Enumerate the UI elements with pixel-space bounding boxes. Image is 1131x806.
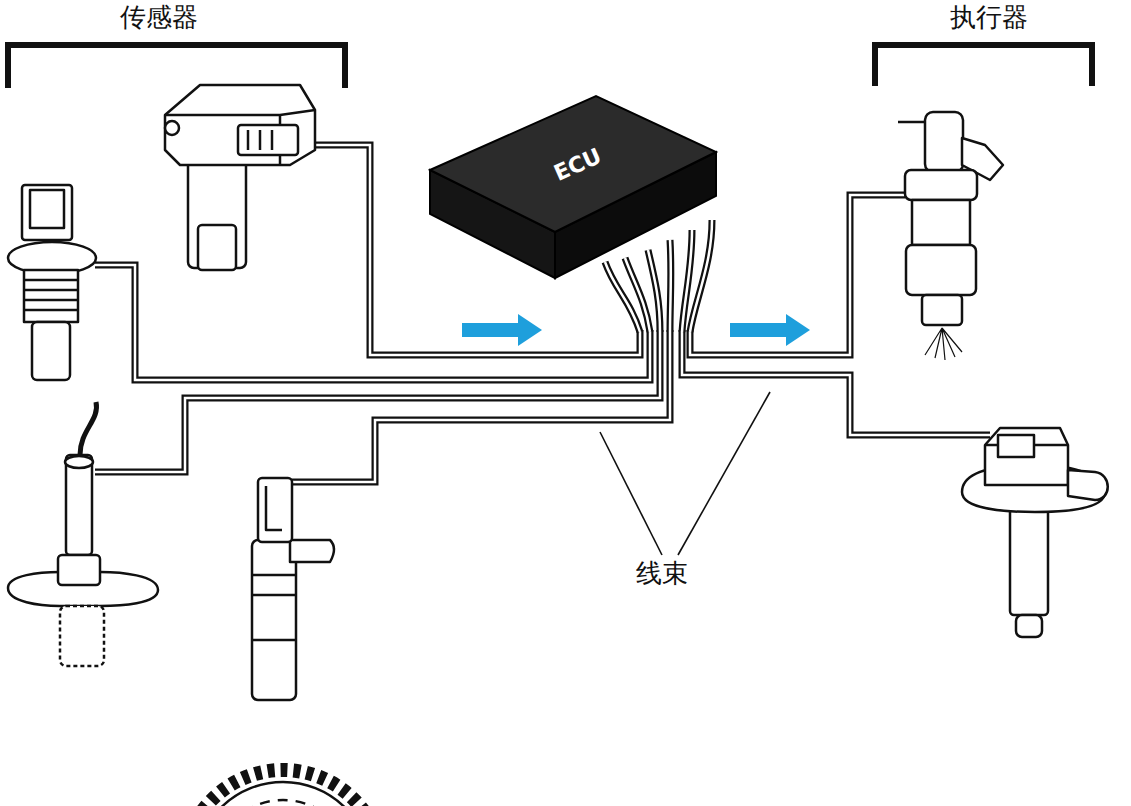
flow-arrow bbox=[462, 314, 810, 346]
crank-sensor bbox=[183, 478, 383, 806]
part-label-text: 传感器 bbox=[118, 3, 200, 32]
part-label-text: 执行器 bbox=[948, 3, 1030, 32]
temperature-sensor bbox=[8, 185, 96, 380]
part-label-text: 线束 bbox=[634, 559, 690, 588]
ignition-coil bbox=[962, 428, 1108, 637]
air-flow-meter bbox=[165, 85, 315, 270]
fuel-injector bbox=[898, 112, 1003, 360]
part-label: 执行器 bbox=[948, 4, 1030, 33]
ecu-face bbox=[430, 96, 716, 232]
part-label: 线束 bbox=[634, 560, 690, 589]
ecu-box: ECU bbox=[428, 92, 720, 282]
leader-line bbox=[600, 392, 770, 555]
ecu-outline bbox=[428, 92, 720, 282]
bracket bbox=[8, 45, 1092, 88]
part-label: 传感器 bbox=[118, 4, 200, 33]
oxygen-sensor bbox=[8, 402, 158, 666]
